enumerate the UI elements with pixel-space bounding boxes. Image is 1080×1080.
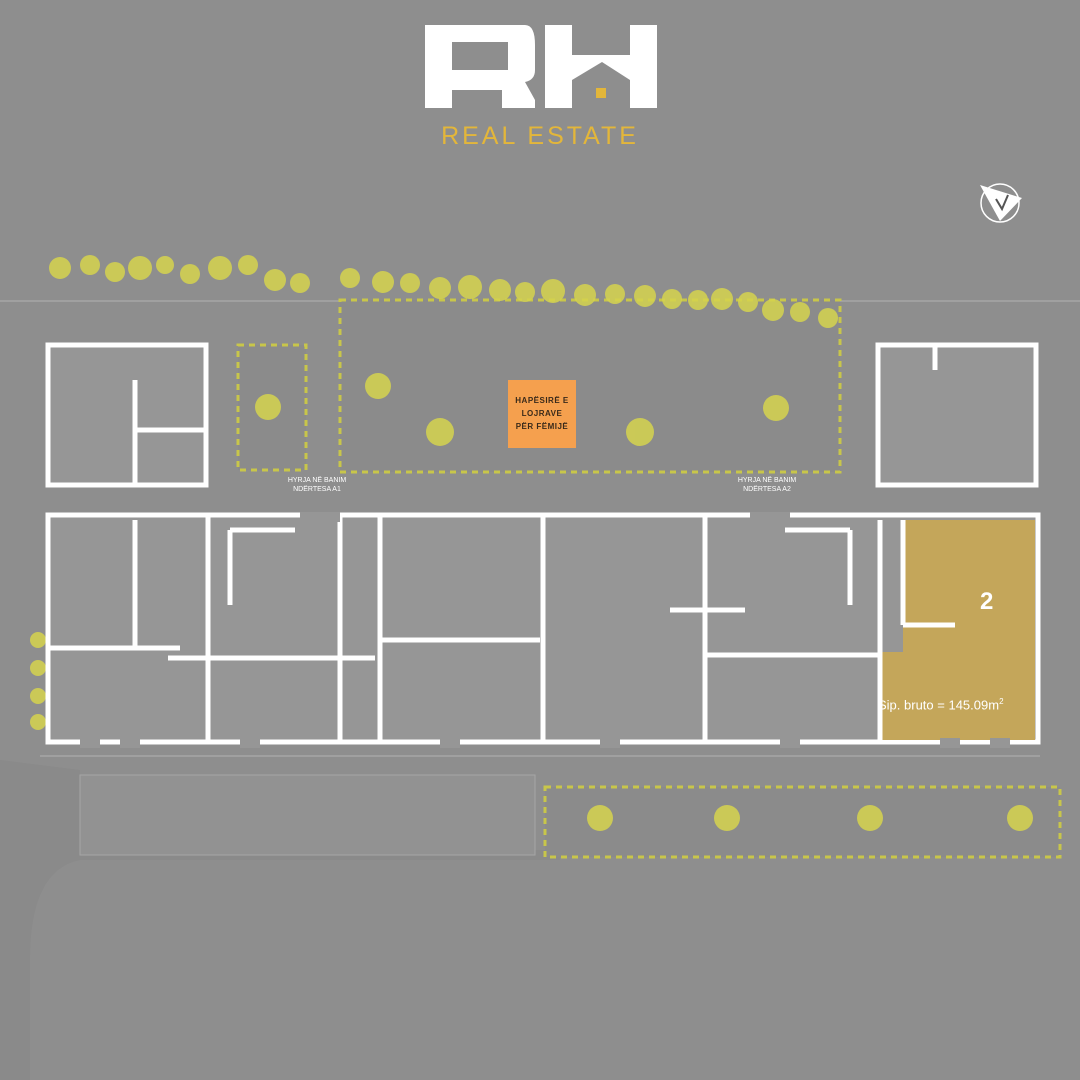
north-arrow-icon xyxy=(980,183,1022,223)
parking-area xyxy=(79,774,536,856)
entry-a1-label: HYRJA NË BANIM NDËRTESA A1 xyxy=(272,476,362,494)
logo-window-icon xyxy=(596,88,606,98)
trees xyxy=(30,255,1033,831)
play-garden xyxy=(338,298,842,474)
play-area-line: LOJRAVE xyxy=(521,409,563,418)
play-area-label: HAPËSIRË E LOJRAVE PËR FËMIJË xyxy=(508,380,576,448)
play-area-line: PËR FËMIJË xyxy=(515,422,569,431)
entry-line: NDËRTESA A1 xyxy=(293,486,341,493)
unit-area: Sip. bruto = 145.09m2 xyxy=(878,697,1004,712)
entry-line: NDËRTESA A2 xyxy=(743,486,791,493)
logo-subtitle: REAL ESTATE xyxy=(441,122,639,150)
building xyxy=(45,342,1041,748)
unit-2-highlight xyxy=(903,520,1035,740)
road-area xyxy=(0,760,560,1080)
unit-number[interactable]: 2 xyxy=(980,588,994,615)
entry-a2-label: HYRJA NË BANIM NDËRTESA A2 xyxy=(722,476,812,494)
play-area-line: HAPËSIRË E xyxy=(515,396,569,405)
unit-area-sup: 2 xyxy=(999,697,1004,706)
entry-line: HYRJA NË BANIM xyxy=(287,477,347,484)
entry-line: HYRJA NË BANIM xyxy=(737,477,797,484)
south-garden xyxy=(543,785,1062,859)
unit-area-text: Sip. bruto = 145.09m xyxy=(878,697,1000,713)
logo-mark xyxy=(425,25,657,108)
